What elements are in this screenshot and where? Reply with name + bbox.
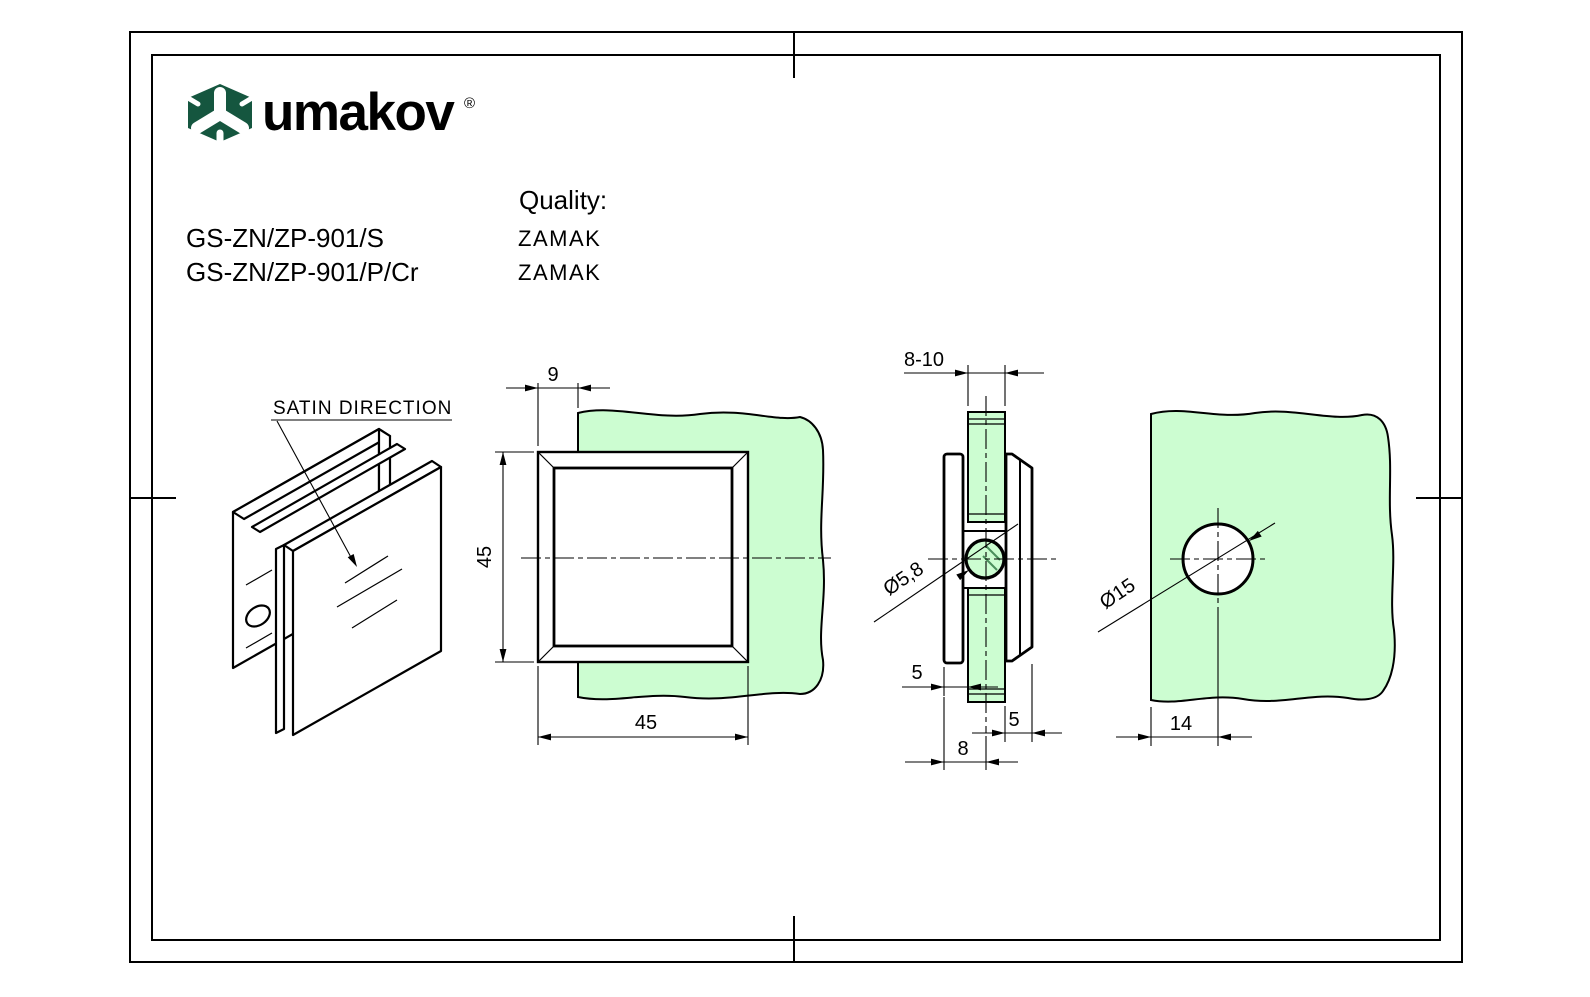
- registered-mark: ®: [464, 95, 475, 112]
- dim-label-d58: Ø5,8: [880, 558, 928, 600]
- isometric-view: SATIN DIRECTION: [231, 398, 452, 737]
- satin-direction-label: SATIN DIRECTION: [273, 398, 452, 419]
- dim-label-9: 9: [547, 364, 558, 386]
- dim-glass-thickness: 8-10: [904, 349, 1044, 406]
- clamp-inner-square: [552, 466, 734, 648]
- quality-value-1: ZAMAK: [518, 226, 601, 251]
- iso-front-plate-side: [274, 543, 286, 735]
- dim-label-14: 14: [1170, 713, 1192, 735]
- dim-inset-left: 5: [902, 662, 998, 696]
- title-texts: GS-ZN/ZP-901/S GS-ZN/ZP-901/P/Cr Quality…: [186, 185, 607, 287]
- logo-star-icon: [185, 87, 255, 146]
- iso-web-step-lower: [245, 632, 273, 649]
- umakov-logo: umakov ®: [185, 83, 475, 146]
- hole-shading: [982, 545, 1001, 571]
- glass-panel-right: [1150, 410, 1396, 703]
- dim-label-8: 8: [957, 738, 968, 760]
- iso-satin-lines: [336, 555, 403, 629]
- drawing-frame: [129, 31, 1463, 963]
- iso-screw-hole: [245, 604, 271, 628]
- dim-label-5-right: 5: [1008, 709, 1019, 731]
- dim-glass-hole-offset: 14: [1116, 616, 1252, 746]
- clamp-bevel-corners: [537, 451, 749, 663]
- dim-inset-right: 5: [972, 664, 1062, 742]
- iso-slot-band: [250, 442, 407, 534]
- iso-front-plate-face: [291, 465, 443, 737]
- dim-label-45-width: 45: [635, 712, 657, 734]
- dim-label-d15: Ø15: [1096, 574, 1140, 613]
- dim-center-offset: 8: [905, 697, 1018, 770]
- product-code-1: GS-ZN/ZP-901/S: [186, 223, 384, 253]
- glass-hole-view: Ø15 14: [1096, 410, 1396, 746]
- dim-front-height: 45: [474, 451, 534, 663]
- dim-front-offset: 9: [506, 364, 610, 446]
- dim-label-5-left: 5: [911, 662, 922, 684]
- product-code-2: GS-ZN/ZP-901/P/Cr: [186, 257, 419, 287]
- quality-label: Quality:: [519, 185, 607, 215]
- dim-front-width: 45: [537, 666, 749, 745]
- quality-value-2: ZAMAK: [518, 260, 601, 285]
- front-view: 9 45 45: [474, 364, 831, 745]
- brand-name: umakov: [262, 83, 455, 142]
- side-view: 8-10 Ø5,8 5 5 8: [873, 349, 1062, 770]
- satin-leader-line: [276, 420, 354, 562]
- dim-label-45-height: 45: [474, 546, 496, 568]
- iso-web-step-upper: [245, 569, 273, 586]
- dim-label-8-10: 8-10: [904, 349, 944, 371]
